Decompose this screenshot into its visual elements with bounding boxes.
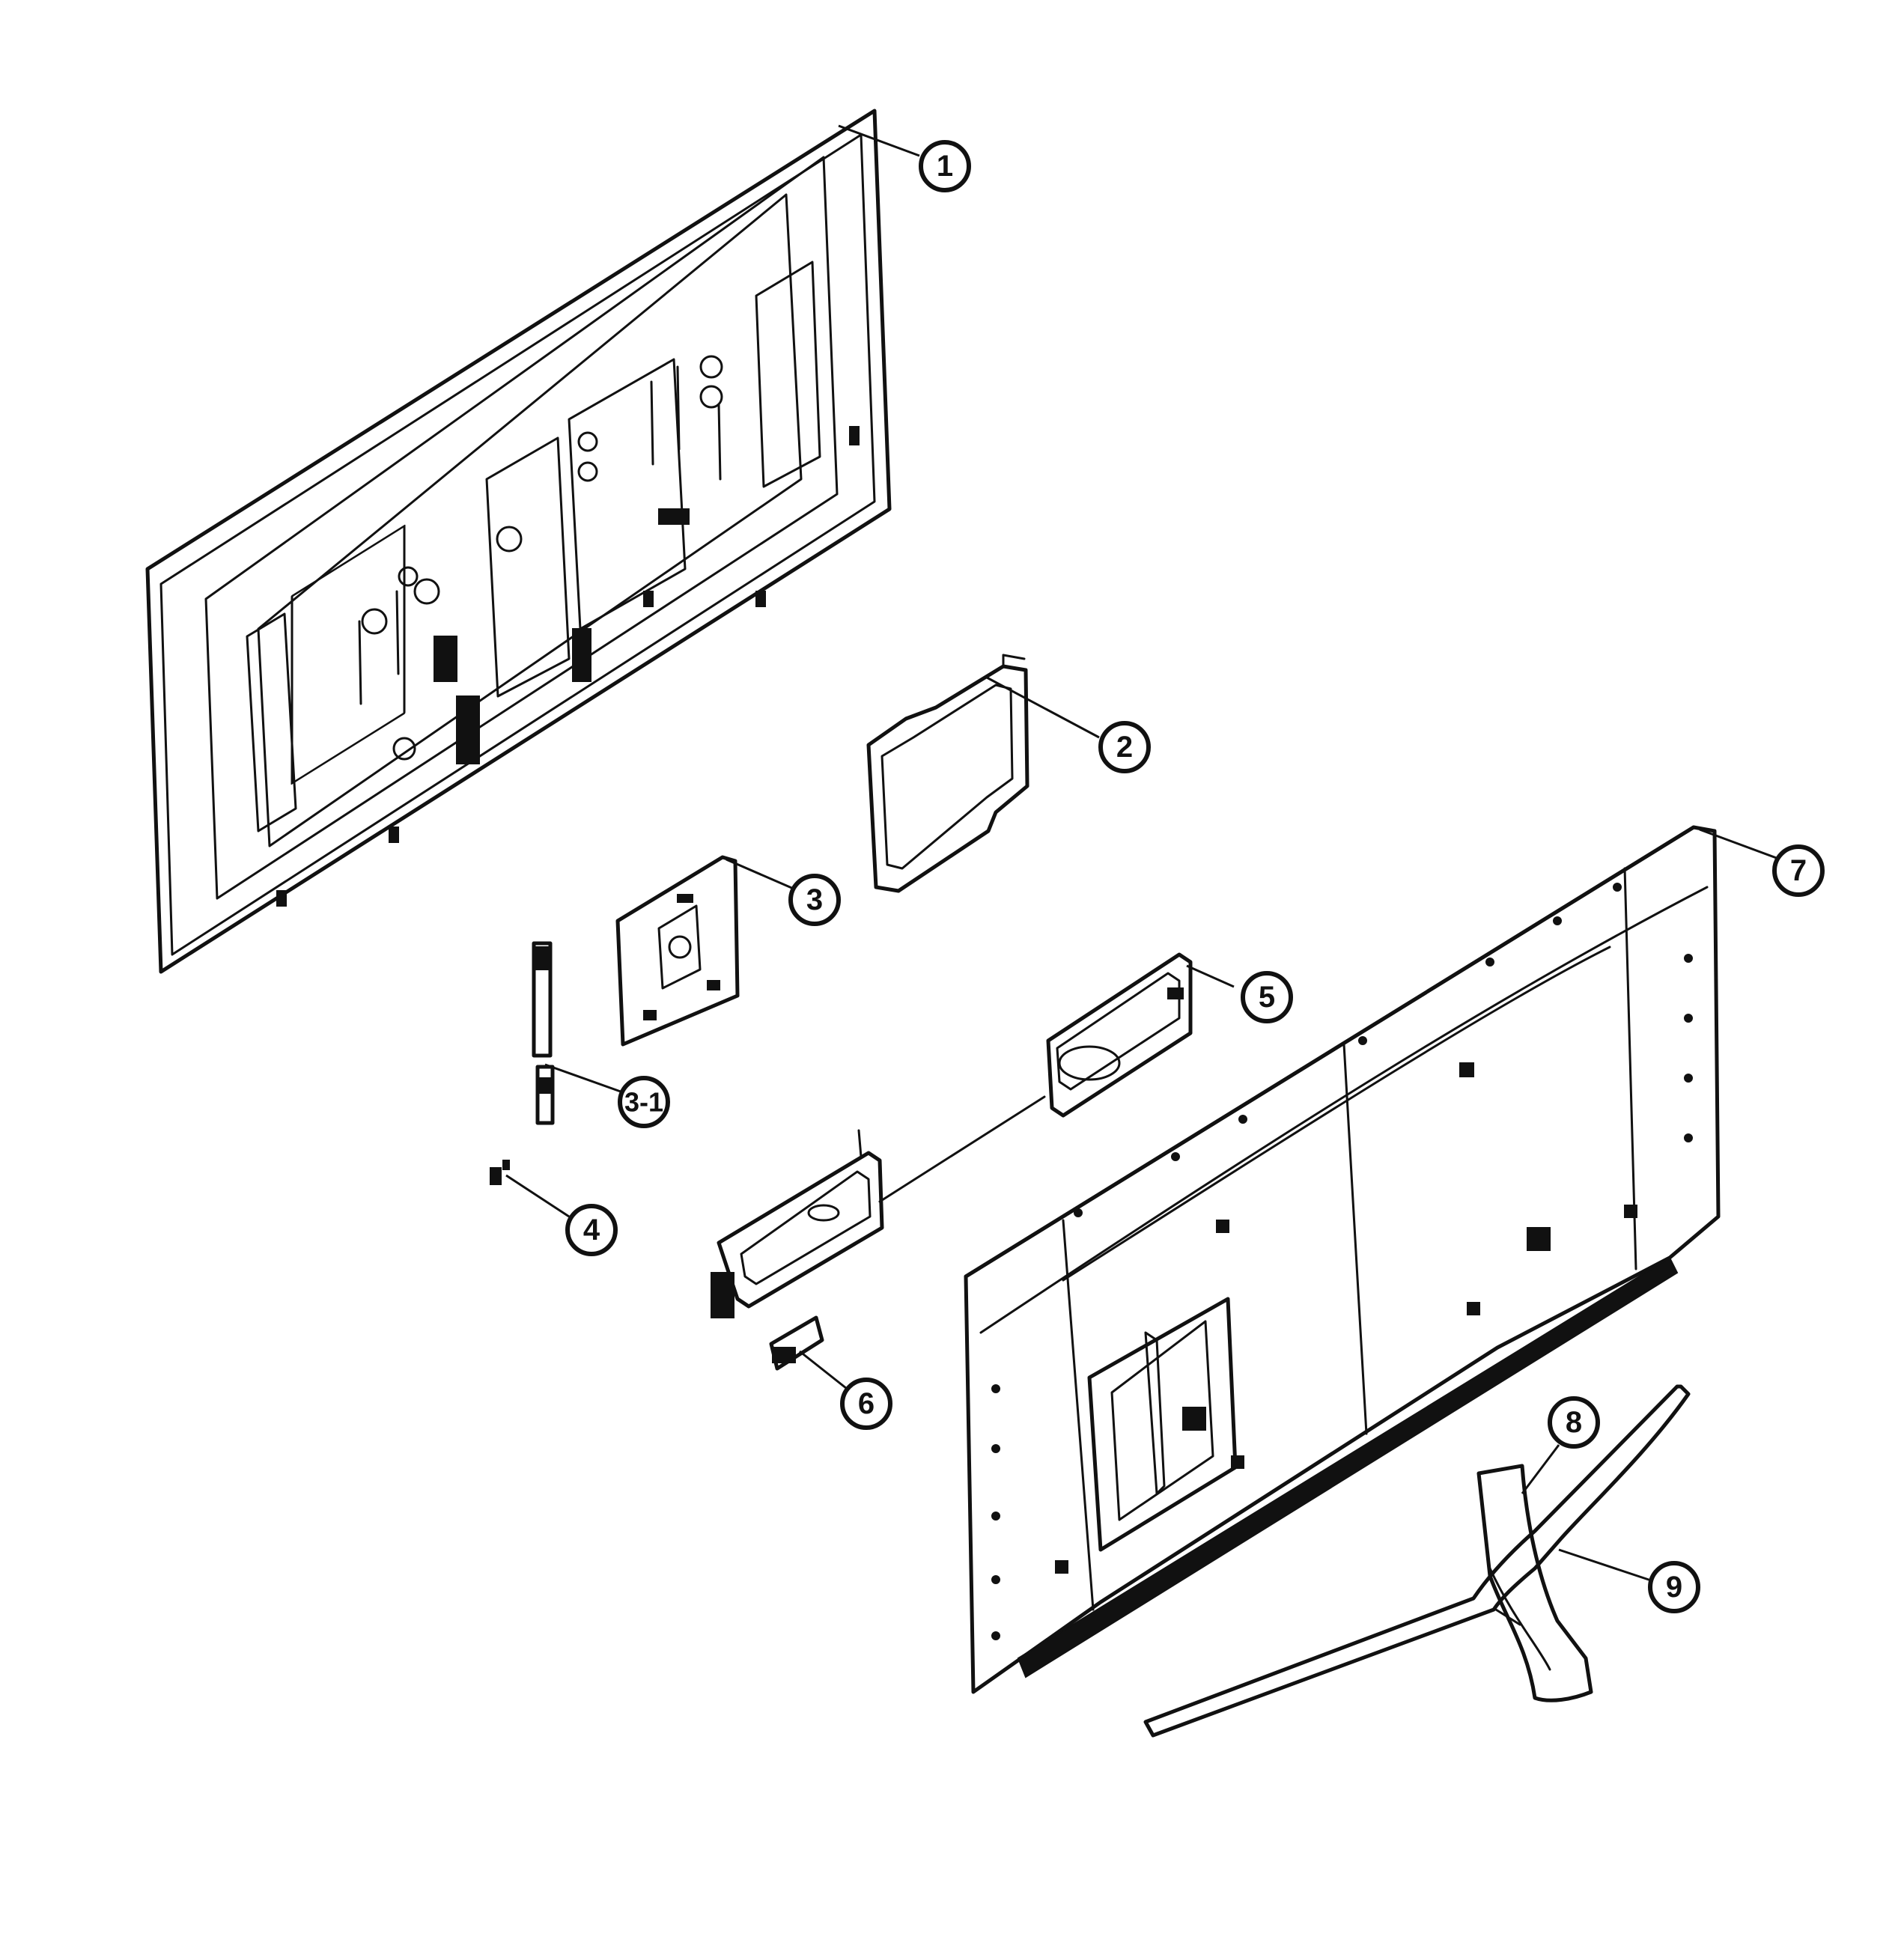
leader-5 <box>1186 964 1235 988</box>
leader-2 <box>986 676 1100 739</box>
part-speaker-left <box>711 1129 884 1318</box>
part-7-rear-cover <box>964 825 1721 1694</box>
part-9-stand-base <box>1143 1384 1691 1738</box>
callout-3: 3 <box>788 874 841 926</box>
callout-9-label: 9 <box>1666 1571 1682 1604</box>
callout-3-1: 3-1 <box>618 1076 670 1128</box>
leader-6 <box>799 1350 854 1395</box>
callout-5-label: 5 <box>1259 981 1275 1014</box>
callout-4: 4 <box>565 1204 618 1256</box>
part-3-1-board-strip <box>532 941 555 1125</box>
leader-8 <box>1521 1444 1560 1494</box>
callout-6-label: 6 <box>858 1387 875 1420</box>
part-3-main-board <box>615 855 740 1047</box>
callout-7: 7 <box>1772 844 1825 897</box>
callout-2: 2 <box>1098 721 1151 773</box>
leader-4 <box>505 1174 570 1218</box>
callout-1-label: 1 <box>937 150 953 183</box>
callout-9: 9 <box>1648 1561 1700 1613</box>
part-1-panel-chassis <box>145 109 892 974</box>
part-5-speaker-right <box>1046 952 1193 1118</box>
speaker-cable <box>878 1095 1046 1203</box>
callout-1: 1 <box>919 140 971 192</box>
callout-3-1-label: 3-1 <box>624 1087 663 1118</box>
leader-7 <box>1699 828 1781 861</box>
callout-2-label: 2 <box>1116 731 1133 764</box>
leader-3 <box>726 858 796 891</box>
part-2-shield-plate <box>866 654 1029 893</box>
leader-3-1 <box>544 1063 630 1096</box>
leader-9 <box>1558 1548 1654 1583</box>
part-4-clip <box>490 1160 510 1185</box>
callout-8: 8 <box>1548 1396 1600 1449</box>
callout-8-label: 8 <box>1566 1406 1582 1439</box>
part-6-connector <box>769 1315 824 1371</box>
callout-5: 5 <box>1241 971 1293 1023</box>
callout-7-label: 7 <box>1790 854 1807 887</box>
leader-1 <box>838 124 920 157</box>
callout-6: 6 <box>840 1378 892 1430</box>
callout-4-label: 4 <box>583 1214 600 1247</box>
callout-3-label: 3 <box>806 883 823 916</box>
part-8-stand-neck <box>1476 1464 1593 1702</box>
